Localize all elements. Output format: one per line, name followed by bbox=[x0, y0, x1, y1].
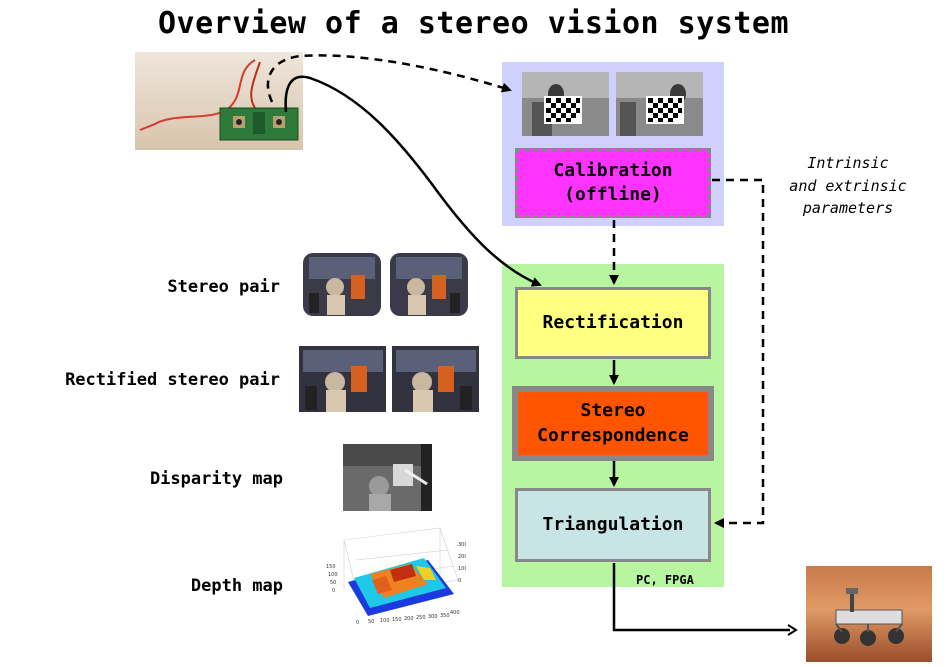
stereo-correspondence-box: Stereo Correspondence bbox=[512, 386, 714, 461]
depth-map-image: 0 50 100 150 200 250 300 350 400 0 50 10… bbox=[320, 520, 466, 628]
x-tick: 350 bbox=[440, 613, 450, 619]
z-tick: 0 bbox=[458, 578, 461, 584]
parameters-note: Intrinsic and extrinsic parameters bbox=[768, 152, 928, 220]
x-tick: 50 bbox=[368, 619, 374, 625]
z-tick: 100 bbox=[458, 566, 466, 572]
triangulation-label: Triangulation bbox=[542, 513, 684, 535]
x-tick: 100 bbox=[380, 618, 390, 624]
note-line-3: parameters bbox=[802, 199, 894, 217]
calibration-image-right bbox=[616, 72, 703, 136]
stereo-camera-photo bbox=[135, 52, 303, 150]
y-tick: 100 bbox=[328, 572, 338, 578]
x-tick: 150 bbox=[392, 617, 402, 623]
note-line-2: and extrinsic bbox=[789, 176, 907, 195]
page-title: Overview of a stereo vision system bbox=[157, 6, 790, 41]
depth-axis-tick-labels: 0 50 100 150 200 250 300 350 400 0 50 10… bbox=[326, 542, 466, 626]
y-tick: 50 bbox=[330, 580, 336, 586]
y-tick: 150 bbox=[326, 564, 336, 570]
rectified-pair-label: Rectified stereo pair bbox=[65, 370, 280, 390]
z-tick: 200 bbox=[458, 554, 466, 560]
triangulation-box: Triangulation bbox=[515, 488, 711, 562]
correspondence-label: Correspondence bbox=[537, 424, 689, 446]
stereo-image-right bbox=[390, 253, 468, 316]
rover-photo bbox=[806, 566, 932, 662]
calibration-sublabel: (offline) bbox=[564, 184, 662, 205]
depth-map-label: Depth map bbox=[190, 576, 283, 596]
x-tick: 200 bbox=[404, 616, 414, 622]
x-tick: 250 bbox=[416, 615, 426, 621]
x-tick: 400 bbox=[450, 610, 460, 616]
rectification-box: Rectification bbox=[515, 287, 711, 359]
calibration-label: Calibration bbox=[553, 159, 673, 181]
x-tick: 300 bbox=[428, 614, 438, 620]
x-tick: 0 bbox=[356, 620, 359, 626]
disparity-map-label: Disparity map bbox=[149, 469, 283, 489]
stereo-image-left bbox=[303, 253, 381, 316]
platform-label: PC, FPGA bbox=[636, 573, 694, 587]
calibration-box: Calibration (offline) bbox=[515, 148, 711, 218]
camera-to-calibration-arrow bbox=[266, 54, 512, 103]
calibration-image-left bbox=[522, 72, 609, 136]
y-tick: 0 bbox=[332, 588, 335, 594]
stereo-pair-label: Stereo pair bbox=[167, 277, 280, 297]
rectification-label: Rectification bbox=[542, 311, 684, 333]
rectified-image-left bbox=[299, 346, 386, 412]
disparity-map-image bbox=[343, 444, 432, 511]
z-tick: 300 bbox=[458, 542, 466, 548]
note-line-1: Intrinsic bbox=[807, 154, 889, 172]
rectified-image-right bbox=[392, 346, 479, 412]
stereo-label: Stereo bbox=[580, 400, 646, 422]
